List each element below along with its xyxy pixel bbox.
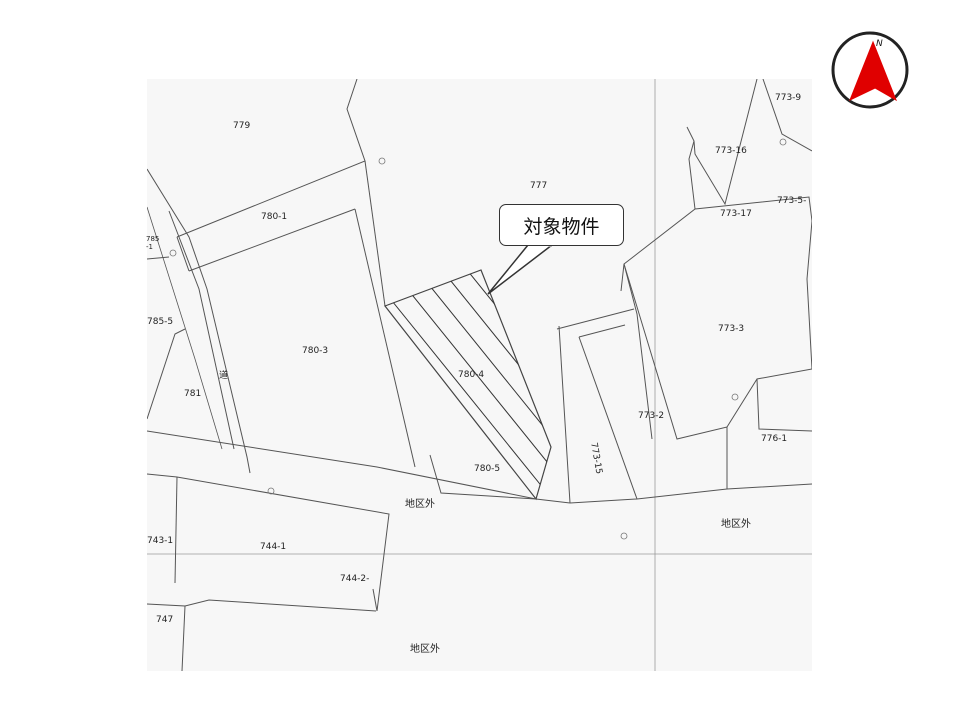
parcel-label-780-1: 780-1 xyxy=(261,212,288,222)
parcel-label-781: 781 xyxy=(184,389,202,399)
parcel-label-780-4: 780-4 xyxy=(458,370,485,380)
parcel-label-780-5: 780-5 xyxy=(474,464,501,474)
parcel-label-780-3: 780-3 xyxy=(302,346,329,356)
parcel-label-744-2: 744-2- xyxy=(340,574,370,584)
outside-area-label-1: 地区外 xyxy=(405,499,435,510)
parcel-label-773-16: 773-16 xyxy=(715,146,747,156)
parcel-label-785-1-b: -1 xyxy=(146,243,153,251)
road-label: 道 xyxy=(219,371,229,381)
parcel-label-773-3: 773-3 xyxy=(718,324,745,334)
parcel-label-743-1: 743-1 xyxy=(147,536,174,546)
outside-area-label-2: 地区外 xyxy=(721,519,751,530)
parcel-label-773-9: 773-9 xyxy=(775,93,802,103)
subject-property-callout: 対象物件 xyxy=(499,204,624,246)
cadastral-map: 779 777 773-9 773-16 773-17 773-5- 780-1… xyxy=(146,79,812,671)
parcel-label-785-5: 785-5 xyxy=(147,317,174,327)
parcel-label-779: 779 xyxy=(233,121,251,131)
parcel-label-785-1-a: 785 xyxy=(146,235,160,243)
parcel-label-773-2: 773-2 xyxy=(638,411,665,421)
north-arrow-icon: N xyxy=(831,31,909,109)
compass-north-label: N xyxy=(876,39,883,49)
parcel-label-773-5: 773-5- xyxy=(777,196,807,206)
outside-area-label-3: 地区外 xyxy=(410,644,440,655)
map-lines xyxy=(147,79,812,671)
parcel-label-744-1: 744-1 xyxy=(260,542,287,552)
parcel-label-776-1: 776-1 xyxy=(761,434,788,444)
parcel-label-747: 747 xyxy=(156,615,174,625)
parcel-label-773-17: 773-17 xyxy=(720,209,752,219)
parcel-label-777: 777 xyxy=(530,181,548,191)
